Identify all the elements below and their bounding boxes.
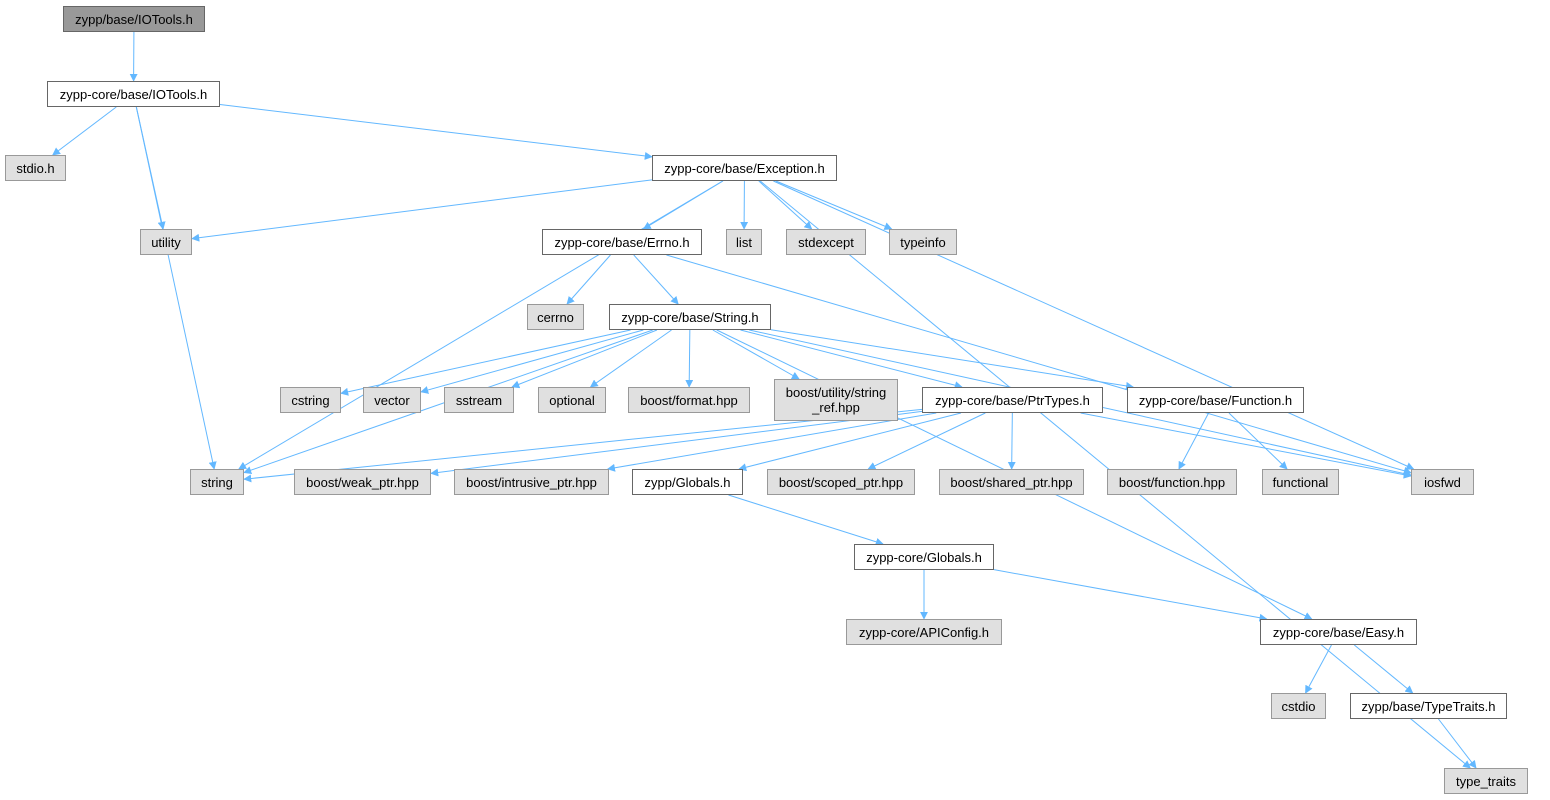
node-weak-ptr: boost/weak_ptr.hpp	[294, 469, 431, 495]
edge-n_exception-to-n_stdexcept	[758, 180, 813, 230]
node-utility: utility	[140, 229, 192, 255]
edge-n_ptrtypes-to-n_weak_ptr	[430, 410, 923, 477]
node-errno[interactable]: zypp-core/base/Errno.h	[542, 229, 702, 255]
node-string: string	[190, 469, 244, 495]
edge-n_errno-to-n_iosfwd	[666, 254, 1412, 475]
node-easy[interactable]: zypp-core/base/Easy.h	[1260, 619, 1417, 645]
node-cerrno: cerrno	[527, 304, 584, 330]
edge-n_string_h-to-n_function_h	[770, 329, 1134, 390]
node-string-h[interactable]: zypp-core/base/String.h	[609, 304, 771, 330]
node-boost-function: boost/function.hpp	[1107, 469, 1237, 495]
edge-n_zypp_globals-to-n_core_globals	[728, 494, 884, 546]
edge-n_string_h-to-n_ptrtypes	[740, 329, 963, 390]
edge-n_ptrtypes-to-n_iosfwd	[1080, 412, 1412, 479]
edge-n_function_h-to-n_boost_function	[1178, 412, 1210, 470]
edge-n_string_h-to-n_sstream	[511, 329, 658, 389]
node-boost-string-ref: boost/utility/string _ref.hpp	[774, 379, 898, 421]
edge-n_core_globals-to-n_easy	[993, 569, 1268, 622]
node-exception[interactable]: zypp-core/base/Exception.h	[652, 155, 837, 181]
node-zypp-globals[interactable]: zypp/Globals.h	[632, 469, 743, 495]
node-vector: vector	[363, 387, 421, 413]
edge-n_core_iotools-to-n_stdio	[52, 106, 117, 156]
node-function-h[interactable]: zypp-core/base/Function.h	[1127, 387, 1304, 413]
edge-n_typetraits_h-to-n_type_traits	[1438, 718, 1477, 769]
edge-n_ptrtypes-to-n_intrusive_ptr	[606, 412, 937, 472]
node-typeinfo: typeinfo	[889, 229, 957, 255]
edge-n_core_iotools-to-n_string	[135, 106, 217, 470]
edge-n_errno-to-n_cerrno	[566, 254, 611, 305]
node-cstdio: cstdio	[1271, 693, 1326, 719]
node-type-traits: type_traits	[1444, 768, 1528, 794]
edge-n_errno-to-n_string_h	[633, 254, 679, 305]
edge-n_exception-to-n_typeinfo	[775, 180, 893, 230]
node-shared-ptr: boost/shared_ptr.hpp	[939, 469, 1084, 495]
edge-n_exception-to-n_errno	[642, 180, 724, 230]
edge-n_string_h-to-n_optional	[589, 329, 672, 388]
node-boost-format: boost/format.hpp	[628, 387, 750, 413]
edge-n_ptrtypes-to-n_zypp_globals	[738, 412, 962, 472]
node-iosfwd: iosfwd	[1411, 469, 1474, 495]
node-core-iotools[interactable]: zypp-core/base/IOTools.h	[47, 81, 220, 107]
node-apiconfig: zypp-core/APIConfig.h	[846, 619, 1002, 645]
node-list: list	[726, 229, 762, 255]
node-intrusive-ptr: boost/intrusive_ptr.hpp	[454, 469, 609, 495]
edge-n_exception-to-n_iosfwd	[773, 180, 1415, 470]
node-functional: functional	[1262, 469, 1339, 495]
node-stdexcept: stdexcept	[786, 229, 866, 255]
node-scoped-ptr: boost/scoped_ptr.hpp	[767, 469, 915, 495]
node-stdio: stdio.h	[5, 155, 66, 181]
node-optional: optional	[538, 387, 606, 413]
edge-n_string_h-to-n_boost_format	[685, 329, 694, 388]
node-core-globals[interactable]: zypp-core/Globals.h	[854, 544, 994, 570]
edge-n_string_h-to-n_boost_string_ref	[712, 329, 800, 380]
node-iotools-h: zypp/base/IOTools.h	[63, 6, 205, 32]
node-typetraits-h[interactable]: zypp/base/TypeTraits.h	[1350, 693, 1507, 719]
node-ptrtypes[interactable]: zypp-core/base/PtrTypes.h	[922, 387, 1103, 413]
edge-n_string_h-to-n_cstring	[340, 329, 631, 396]
edge-n_core_iotools-to-n_exception	[219, 103, 653, 160]
edge-n_string_h-to-n_vector	[420, 329, 644, 394]
edge-n_easy-to-n_typetraits_h	[1353, 644, 1414, 694]
edge-n_easy-to-n_cstdio	[1305, 644, 1332, 694]
edge-n_ptrtypes-to-n_scoped_ptr	[867, 412, 986, 470]
node-cstring: cstring	[280, 387, 341, 413]
node-sstream: sstream	[444, 387, 514, 413]
edge-n_function_h-to-n_functional	[1228, 412, 1288, 470]
edge-n_ptrtypes-to-n_shared_ptr	[1007, 412, 1016, 470]
edge-n_exception-to-n_utility	[191, 179, 653, 242]
